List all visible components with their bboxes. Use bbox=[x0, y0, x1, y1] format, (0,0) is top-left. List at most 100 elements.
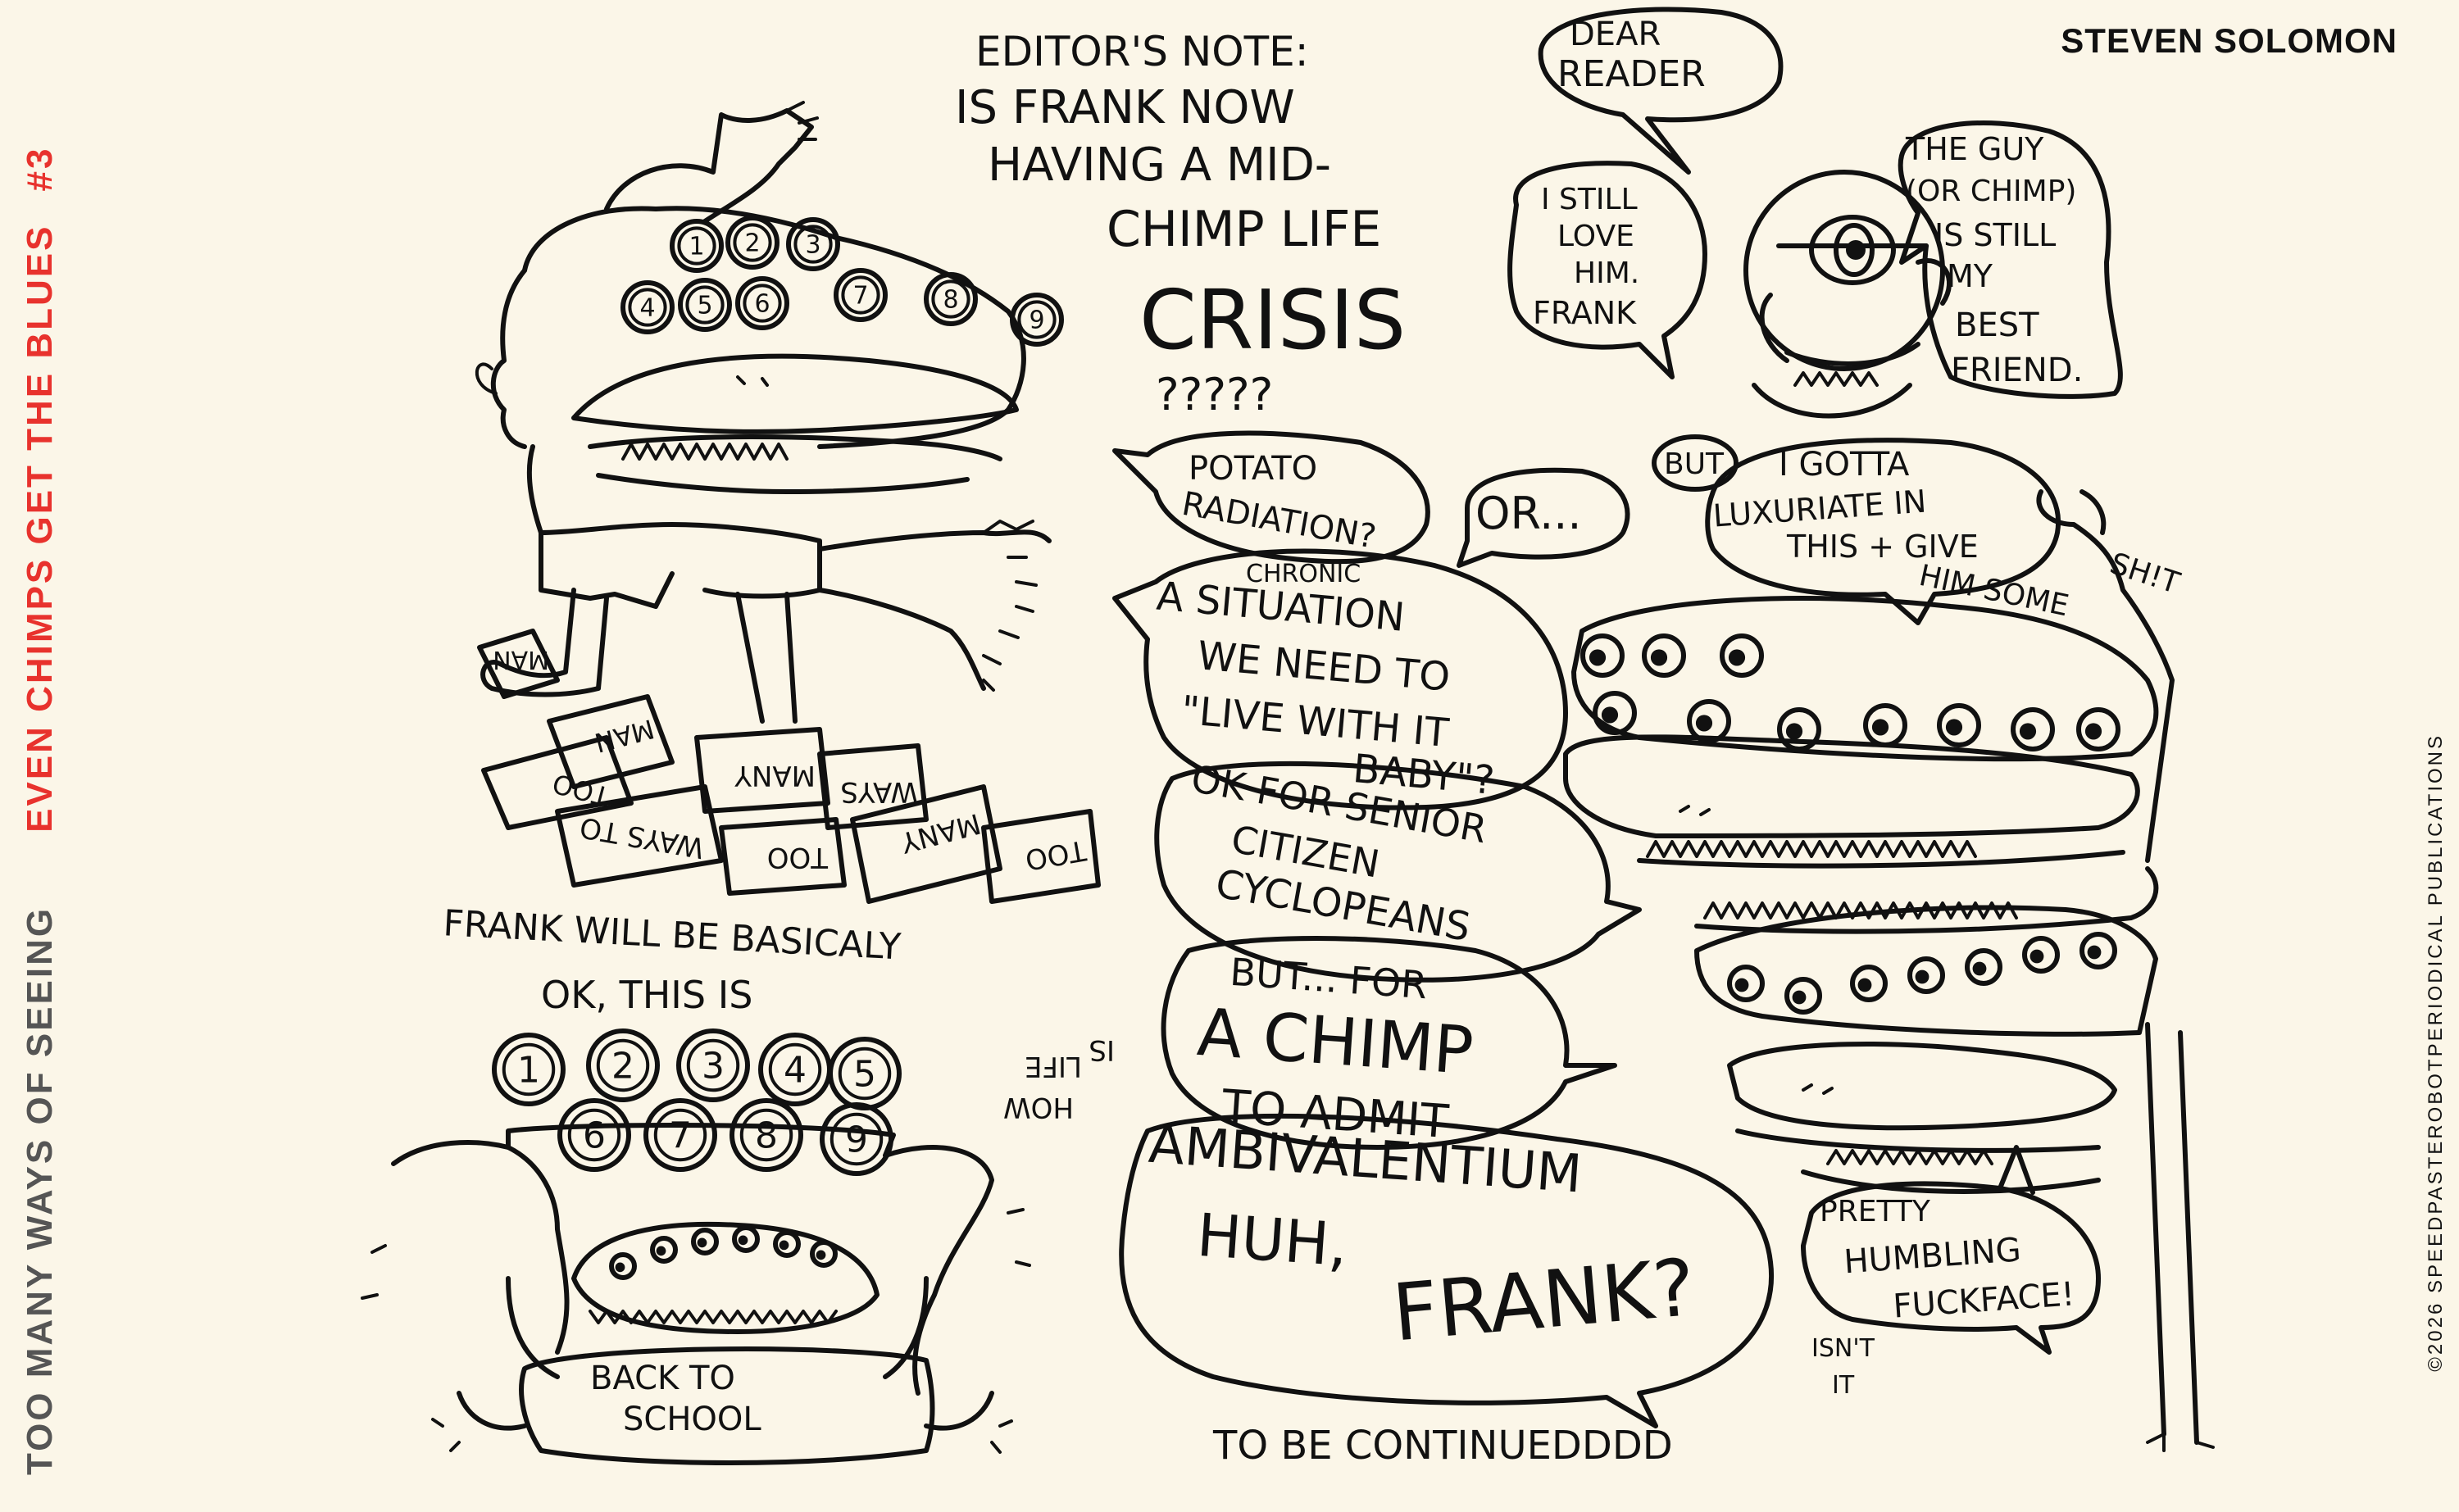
upper-chimp-eye-inner bbox=[1017, 300, 1057, 339]
editors-note-line: CRISIS bbox=[1139, 272, 1406, 368]
right-chimp-top-pupil bbox=[1945, 719, 1963, 736]
svg-text:I STILL: I STILL bbox=[1541, 183, 1638, 216]
upper-chimp-eye-inner bbox=[841, 275, 880, 315]
lower-chimp-eye-inner bbox=[739, 1108, 793, 1162]
sign-text: TOO bbox=[767, 841, 829, 874]
bubble-potato: POTATO RADIATION? bbox=[1112, 430, 1430, 565]
right-chimp-bottom-eye bbox=[1965, 948, 2002, 986]
lower-chimp-small-eyes bbox=[609, 1225, 838, 1280]
upper-chimp-eye-number: 8 bbox=[943, 286, 958, 315]
lower-chimp-eye-inner bbox=[686, 1038, 740, 1092]
lower-chimp-eye-number: 8 bbox=[755, 1115, 778, 1156]
svg-text:A CHIMP: A CHIMP bbox=[1195, 994, 1476, 1089]
upper-chimp-eye bbox=[620, 280, 675, 334]
lower-chimp-eye-inner bbox=[653, 1108, 707, 1162]
svg-text:HUH,: HUH, bbox=[1195, 1201, 1350, 1280]
upper-chimp-eye bbox=[678, 278, 732, 332]
svg-text:THE GUY: THE GUY bbox=[1905, 131, 2044, 167]
lower-chimp-eye bbox=[820, 1102, 893, 1176]
upper-chimp-eye-number: 9 bbox=[1029, 306, 1044, 335]
svg-text:IS: IS bbox=[1089, 1033, 1115, 1066]
lower-chimp-small-eye bbox=[691, 1228, 719, 1255]
svg-text:LOVE: LOVE bbox=[1557, 220, 1634, 253]
svg-text:FRANK?: FRANK? bbox=[1389, 1242, 1699, 1360]
bubble-best-friend: THE GUY (OR CHIMP) IS STILL MY BEST FRIE… bbox=[1898, 120, 2123, 399]
svg-text:HIM.: HIM. bbox=[1574, 257, 1639, 290]
svg-text:FRANK: FRANK bbox=[1533, 295, 1637, 331]
lower-chimp-eye-number: 7 bbox=[669, 1115, 692, 1156]
bubble-dear-reader: DEAR READER bbox=[1538, 7, 1784, 175]
lower-chimp-small-eye bbox=[609, 1252, 637, 1280]
lower-chimp-eye-number: 5 bbox=[853, 1053, 876, 1095]
right-chimp-top-pupil bbox=[1650, 649, 1668, 666]
svg-text:HUMBLING: HUMBLING bbox=[1843, 1231, 2022, 1281]
right-chimp-bottom-eye bbox=[2022, 936, 2060, 974]
right-chimp-top-pupil bbox=[1589, 649, 1607, 666]
right-chimp-bottom-pupil bbox=[1734, 978, 1749, 992]
upper-chimp-eye bbox=[786, 217, 840, 271]
lower-chimp-small-eye bbox=[773, 1230, 801, 1258]
right-chimp-bottom-pupil bbox=[2087, 945, 2102, 960]
upper-chimp-eye bbox=[735, 276, 789, 330]
lower-chimp-eye bbox=[643, 1098, 717, 1172]
upper-chimp-eye-inner bbox=[931, 279, 970, 319]
upper-chimp-eye bbox=[725, 216, 780, 270]
lower-chimp-small-pupil bbox=[615, 1262, 625, 1273]
lower-chimp-eye-inner bbox=[596, 1038, 650, 1092]
author-name: STEVEN SOLOMON bbox=[2061, 21, 2398, 60]
upper-chimp-eye-inner bbox=[793, 225, 833, 264]
svg-text:"LIVE WITH IT: "LIVE WITH IT bbox=[1180, 688, 1451, 756]
lower-chimp-eye bbox=[586, 1028, 660, 1102]
right-chimp-top-eye bbox=[2011, 707, 2055, 751]
upper-chimp-eye-inner bbox=[677, 226, 716, 266]
upper-chimp-eye bbox=[834, 268, 888, 322]
bubble-humbling: PRETTY HUMBLING FUCKFACE! bbox=[1801, 1145, 2101, 1355]
editors-note-line: CHIMP LIFE bbox=[1107, 201, 1381, 258]
frank-caption-line: OK, THIS IS bbox=[541, 973, 752, 1017]
right-chimp-drawing bbox=[1563, 489, 2215, 1452]
right-chimp-bottom-eye bbox=[1784, 977, 1822, 1015]
upper-chimp-eye-number: 7 bbox=[852, 282, 868, 311]
right-chimp-bottom-eye bbox=[1907, 956, 1945, 994]
bubble-chronic: CHRONIC A SITUATION WE NEED TO "LIVE WIT… bbox=[1112, 548, 1568, 810]
lower-chimp-eye-inner bbox=[567, 1108, 621, 1162]
right-chimp-eyes-top bbox=[1580, 633, 2120, 751]
upper-chimp-eye-number: 1 bbox=[689, 233, 704, 261]
svg-text:SCHOOL: SCHOOL bbox=[623, 1401, 761, 1438]
bubble-or: OR... bbox=[1457, 467, 1630, 568]
lower-chimp-eye-number: 9 bbox=[845, 1119, 868, 1160]
svg-text:CHRONIC: CHRONIC bbox=[1246, 560, 1361, 588]
right-chimp-bottom-pupil bbox=[1792, 990, 1807, 1005]
lower-chimp-small-pupil bbox=[697, 1237, 707, 1248]
upper-chimp-eye bbox=[924, 272, 978, 326]
lower-chimp-eye-number: 1 bbox=[517, 1049, 540, 1091]
svg-text:LIFE: LIFE bbox=[1025, 1050, 1082, 1083]
lower-chimp-eye bbox=[492, 1033, 566, 1106]
svg-text:BUT: BUT bbox=[1664, 447, 1725, 481]
right-chimp-bottom-eye bbox=[1727, 965, 1765, 1002]
right-chimp-top-eye bbox=[1687, 699, 1731, 743]
upper-chimp-eye-inner bbox=[733, 223, 772, 262]
right-chimp-top-eye bbox=[1642, 633, 1686, 678]
right-chimp-top-pupil bbox=[1601, 706, 1619, 724]
to-be-continued: TO BE CONTINUEDDDD bbox=[1212, 1423, 1673, 1469]
lower-chimp-small-pupil bbox=[656, 1246, 666, 1256]
sign-text: WAYS TO bbox=[577, 810, 707, 865]
svg-text:WE NEED TO: WE NEED TO bbox=[1196, 633, 1452, 701]
svg-text:HOW: HOW bbox=[1003, 1091, 1074, 1124]
editors-note-line: IS FRANK NOW bbox=[955, 81, 1295, 134]
svg-text:RADIATION?: RADIATION? bbox=[1180, 485, 1379, 556]
svg-text:IS STILL: IS STILL bbox=[1934, 217, 2056, 253]
how-life-is: IS LIFE HOW bbox=[1003, 1033, 1115, 1124]
sign-text: MAN bbox=[493, 645, 549, 674]
right-chimp-top-eye bbox=[1593, 691, 1637, 735]
lower-chimp-small-eye bbox=[732, 1225, 760, 1253]
sign-text: MAN bbox=[591, 713, 657, 759]
lower-chimp-eye bbox=[730, 1098, 803, 1172]
upper-chimp-eye-number: 2 bbox=[744, 229, 760, 258]
